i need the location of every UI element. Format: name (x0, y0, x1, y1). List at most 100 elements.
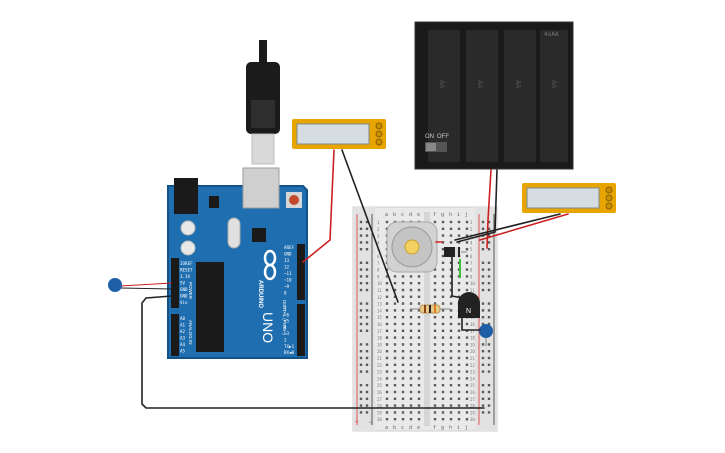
breadboard-hole[interactable] (433, 288, 437, 292)
breadboard-hole[interactable] (385, 220, 389, 224)
rail-hole[interactable] (359, 343, 363, 346)
rail-hole[interactable] (487, 248, 491, 251)
breadboard-hole[interactable] (433, 302, 437, 305)
breadboard-hole[interactable] (417, 390, 421, 394)
rail-hole[interactable] (365, 316, 369, 319)
rail-hole[interactable] (365, 411, 369, 414)
breadboard-hole[interactable] (401, 282, 405, 285)
rail-hole[interactable] (487, 302, 491, 305)
rail-hole[interactable] (359, 309, 363, 312)
rail-hole[interactable] (487, 309, 491, 312)
rail-hole[interactable] (359, 411, 363, 414)
rail-hole[interactable] (365, 390, 369, 394)
breadboard-hole[interactable] (457, 336, 461, 339)
rail-hole[interactable] (487, 343, 491, 346)
breadboard-hole[interactable] (393, 397, 397, 400)
breadboard-hole[interactable] (401, 288, 405, 292)
breadboard-hole[interactable] (433, 316, 437, 319)
breadboard-hole[interactable] (441, 343, 445, 346)
breadboard-hole[interactable] (417, 411, 421, 414)
breadboard-hole[interactable] (433, 411, 437, 414)
breadboard-hole[interactable] (441, 404, 445, 407)
multimeter-right[interactable] (522, 183, 616, 213)
breadboard-hole[interactable] (385, 384, 389, 387)
breadboard-hole[interactable] (409, 363, 413, 366)
rail-hole[interactable] (365, 302, 369, 305)
breadboard-hole[interactable] (385, 356, 389, 360)
breadboard-hole[interactable] (417, 309, 421, 312)
breadboard-hole[interactable] (393, 404, 397, 407)
breadboard-hole[interactable] (417, 288, 421, 292)
rail-hole[interactable] (487, 390, 491, 394)
breadboard-hole[interactable] (401, 363, 405, 366)
breadboard-hole[interactable] (441, 336, 445, 339)
capacitor-left[interactable] (108, 278, 173, 292)
breadboard-hole[interactable] (449, 411, 453, 414)
breadboard-hole[interactable] (441, 275, 445, 278)
breadboard-hole[interactable] (449, 343, 453, 346)
breadboard-hole[interactable] (417, 404, 421, 407)
breadboard-hole[interactable] (449, 370, 453, 373)
rail-hole[interactable] (359, 241, 363, 244)
breadboard-hole[interactable] (417, 316, 421, 319)
breadboard-hole[interactable] (385, 418, 389, 421)
rail-hole[interactable] (481, 411, 485, 414)
rail-hole[interactable] (487, 241, 491, 244)
breadboard-hole[interactable] (401, 329, 405, 332)
breadboard-hole[interactable] (385, 295, 389, 298)
rail-hole[interactable] (487, 404, 491, 407)
breadboard-hole[interactable] (449, 241, 453, 244)
breadboard-hole[interactable] (409, 377, 413, 380)
breadboard-hole[interactable] (457, 411, 461, 414)
breadboard-hole[interactable] (409, 295, 413, 298)
breadboard-hole[interactable] (457, 234, 461, 237)
breadboard-hole[interactable] (401, 336, 405, 339)
breadboard-hole[interactable] (441, 295, 445, 298)
breadboard-hole[interactable] (433, 275, 437, 278)
rail-hole[interactable] (481, 316, 485, 319)
rail-hole[interactable] (481, 302, 485, 305)
breadboard-hole[interactable] (401, 418, 405, 421)
breadboard-hole[interactable] (465, 261, 469, 264)
breadboard-hole[interactable] (433, 418, 437, 421)
breadboard-hole[interactable] (385, 404, 389, 407)
breadboard-hole[interactable] (409, 418, 413, 421)
breadboard-hole[interactable] (465, 397, 469, 400)
breadboard-hole[interactable] (449, 309, 453, 312)
breadboard-hole[interactable] (433, 363, 437, 366)
rail-hole[interactable] (481, 275, 485, 278)
breadboard-hole[interactable] (409, 356, 413, 360)
rail-hole[interactable] (359, 322, 363, 326)
breadboard-hole[interactable] (441, 220, 445, 224)
breadboard-hole[interactable] (385, 336, 389, 339)
breadboard-hole[interactable] (433, 370, 437, 373)
breadboard-hole[interactable] (417, 356, 421, 360)
breadboard-hole[interactable] (393, 288, 397, 292)
breadboard-hole[interactable] (385, 350, 389, 353)
breadboard-hole[interactable] (417, 397, 421, 400)
breadboard-hole[interactable] (441, 322, 445, 326)
breadboard-hole[interactable] (385, 268, 389, 271)
rail-hole[interactable] (487, 322, 491, 326)
rail-hole[interactable] (487, 261, 491, 264)
breadboard-hole[interactable] (433, 397, 437, 400)
rail-hole[interactable] (359, 363, 363, 366)
breadboard-hole[interactable] (449, 363, 453, 366)
breadboard-hole[interactable] (409, 322, 413, 326)
breadboard-hole[interactable] (449, 234, 453, 237)
breadboard-hole[interactable] (449, 397, 453, 400)
breadboard-hole[interactable] (409, 404, 413, 407)
breadboard-hole[interactable] (449, 377, 453, 380)
breadboard-hole[interactable] (465, 275, 469, 278)
rail-hole[interactable] (359, 234, 363, 237)
breadboard-hole[interactable] (465, 288, 469, 292)
breadboard-hole[interactable] (441, 261, 445, 264)
breadboard-hole[interactable] (393, 343, 397, 346)
rail-hole[interactable] (365, 384, 369, 387)
breadboard-hole[interactable] (409, 302, 413, 305)
rail-hole[interactable] (481, 363, 485, 366)
breadboard-hole[interactable] (417, 302, 421, 305)
breadboard-hole[interactable] (417, 370, 421, 373)
breadboard-hole[interactable] (401, 302, 405, 305)
breadboard-hole[interactable] (385, 275, 389, 278)
